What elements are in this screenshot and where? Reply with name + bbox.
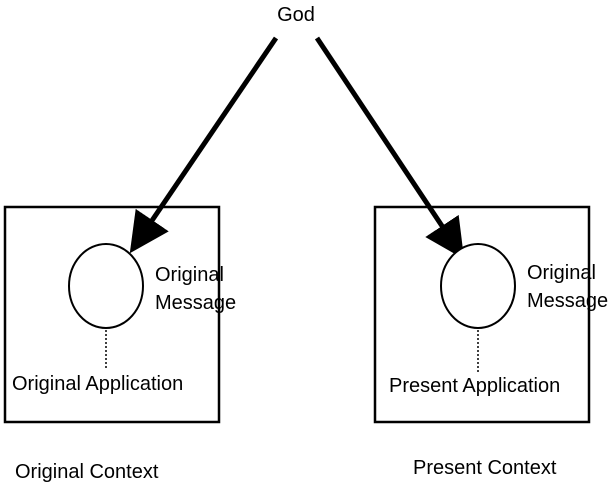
right-circle-label-line2: Message (527, 290, 608, 312)
present-application-label: Present Application (389, 375, 560, 397)
arrow-to-present-message (314, 36, 465, 260)
left-circle-label-line2: Message (155, 292, 236, 314)
present-context-label: Present Context (413, 457, 557, 479)
left-circle-label-line1: Original (155, 264, 224, 286)
original-context-box (3, 205, 221, 424)
original-application-label: Original Application (12, 373, 183, 395)
right-circle-label-line1: Original (527, 262, 596, 284)
god-label: God (277, 4, 315, 26)
original-message-circle (68, 243, 144, 329)
present-context-box (373, 205, 591, 424)
present-message-circle (440, 243, 516, 329)
arrow-to-original-message (129, 36, 279, 254)
original-context-label: Original Context (15, 461, 159, 483)
